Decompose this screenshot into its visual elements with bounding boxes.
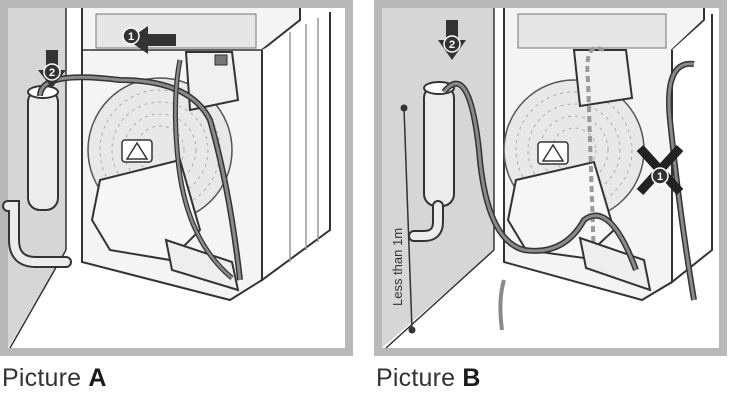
water-tank-box-b	[574, 50, 632, 106]
marker-2-label: 2	[49, 67, 55, 79]
warning-icon	[122, 140, 152, 162]
distance-label: Less than 1m	[390, 228, 405, 306]
caption-a-letter: A	[88, 364, 106, 392]
caption-b-prefix: Picture	[376, 364, 462, 392]
picture-a-caption: Picture A	[2, 364, 107, 393]
marker-1-label: 1	[128, 31, 134, 43]
picture-b-illustration: 1 2 Less than 1m	[374, 0, 727, 356]
marker-b-2-label: 2	[449, 39, 455, 51]
picture-b-panel: 1 2 Less than 1m	[374, 0, 727, 356]
picture-a-panel: 1 2	[0, 0, 353, 356]
picture-a-illustration: 1 2	[0, 0, 353, 356]
marker-b-1-label: 1	[657, 171, 663, 183]
caption-b-letter: B	[462, 364, 480, 392]
warning-icon-b	[538, 142, 568, 164]
caption-a-prefix: Picture	[2, 364, 88, 392]
picture-b-caption: Picture B	[376, 364, 481, 393]
